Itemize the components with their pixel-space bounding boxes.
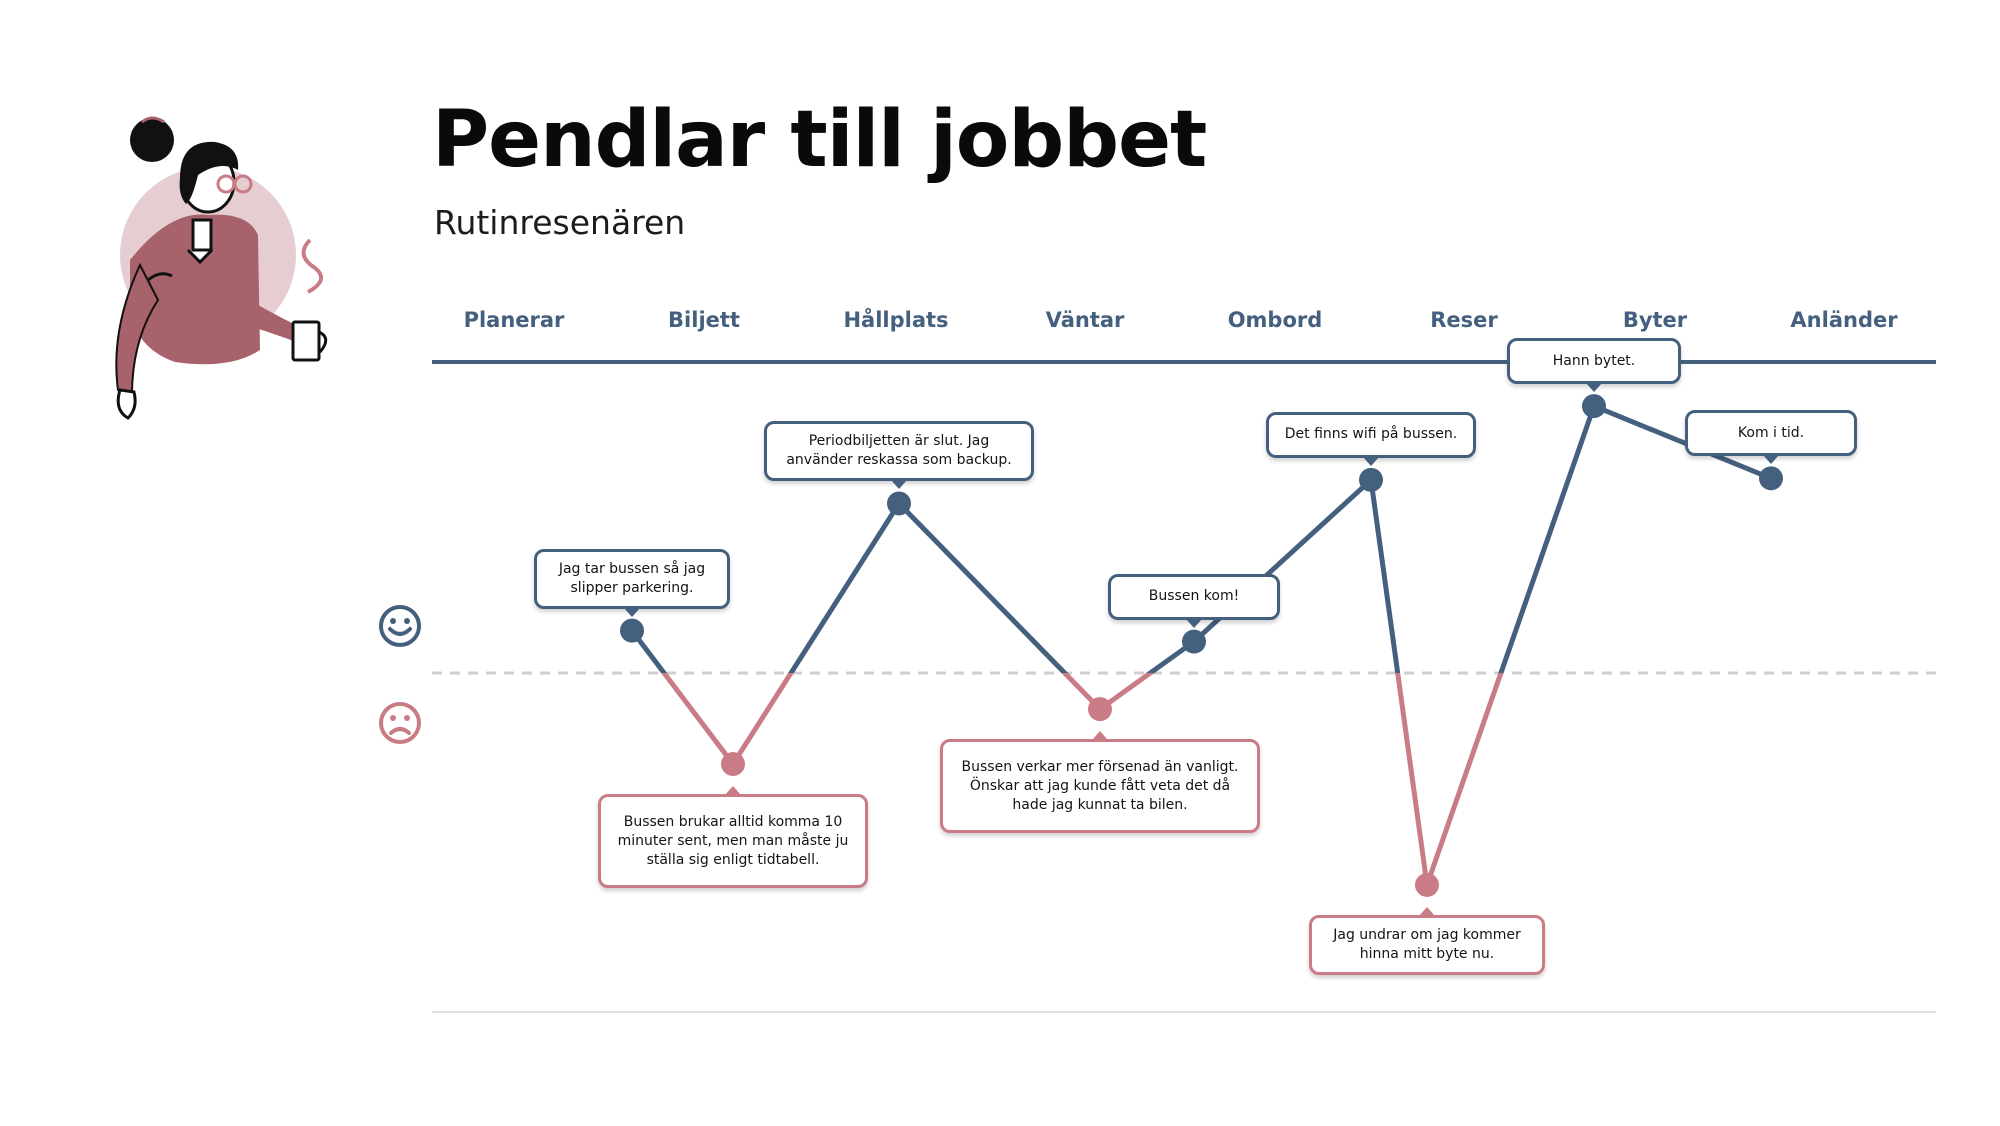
- persona-subtitle: Rutinresenären: [434, 203, 686, 242]
- journey-annotation-2: Bussen brukar alltid komma 10 minuter se…: [598, 794, 868, 889]
- stage-hallplats[interactable]: Hållplats: [843, 308, 949, 332]
- journey-point-5[interactable]: [1182, 629, 1206, 654]
- journey-point-3[interactable]: [887, 491, 911, 516]
- journey-point-2[interactable]: [721, 752, 745, 777]
- journey-point-8[interactable]: [1582, 394, 1606, 419]
- journey-annotation-8: Hann bytet.: [1507, 338, 1681, 385]
- journey-stage-bar: Planerar Biljett Hållplats Väntar Ombord…: [432, 290, 1936, 364]
- journey-point-7[interactable]: [1415, 872, 1439, 897]
- persona-illustration: [115, 116, 328, 420]
- page-title: Pendlar till jobbet: [432, 95, 1207, 185]
- smiley-face-icon: [379, 605, 421, 647]
- journey-annotation-6: Det finns wifi på bussen.: [1266, 411, 1476, 458]
- stage-biljett[interactable]: Biljett: [668, 308, 740, 332]
- stage-planerar[interactable]: Planerar: [463, 308, 565, 332]
- journey-point-9[interactable]: [1759, 466, 1783, 491]
- journey-annotation-4: Bussen verkar mer försenad än vanligt. Ö…: [940, 739, 1260, 834]
- bottom-divider: [432, 1011, 1936, 1013]
- stage-vantar[interactable]: Väntar: [1045, 308, 1125, 332]
- sad-face-icon: [379, 702, 421, 744]
- journey-annotation-1: Jag tar bussen så jag slipper parkering.: [534, 548, 730, 609]
- journey-annotation-7: Jag undrar om jag kommer hinna mitt byte…: [1309, 914, 1545, 975]
- journey-annotation-9: Kom i tid.: [1685, 410, 1857, 457]
- journey-annotation-5: Bussen kom!: [1108, 573, 1280, 620]
- journey-annotation-3: Periodbiljetten är slut. Jag använder re…: [764, 421, 1034, 482]
- stage-byter[interactable]: Byter: [1622, 308, 1688, 332]
- journey-point-4[interactable]: [1088, 697, 1112, 722]
- stage-anlander[interactable]: Anländer: [1790, 308, 1898, 332]
- journey-point-1[interactable]: [620, 618, 644, 643]
- journey-point-6[interactable]: [1359, 467, 1383, 492]
- stage-reser[interactable]: Reser: [1430, 308, 1498, 332]
- stage-ombord[interactable]: Ombord: [1227, 308, 1323, 332]
